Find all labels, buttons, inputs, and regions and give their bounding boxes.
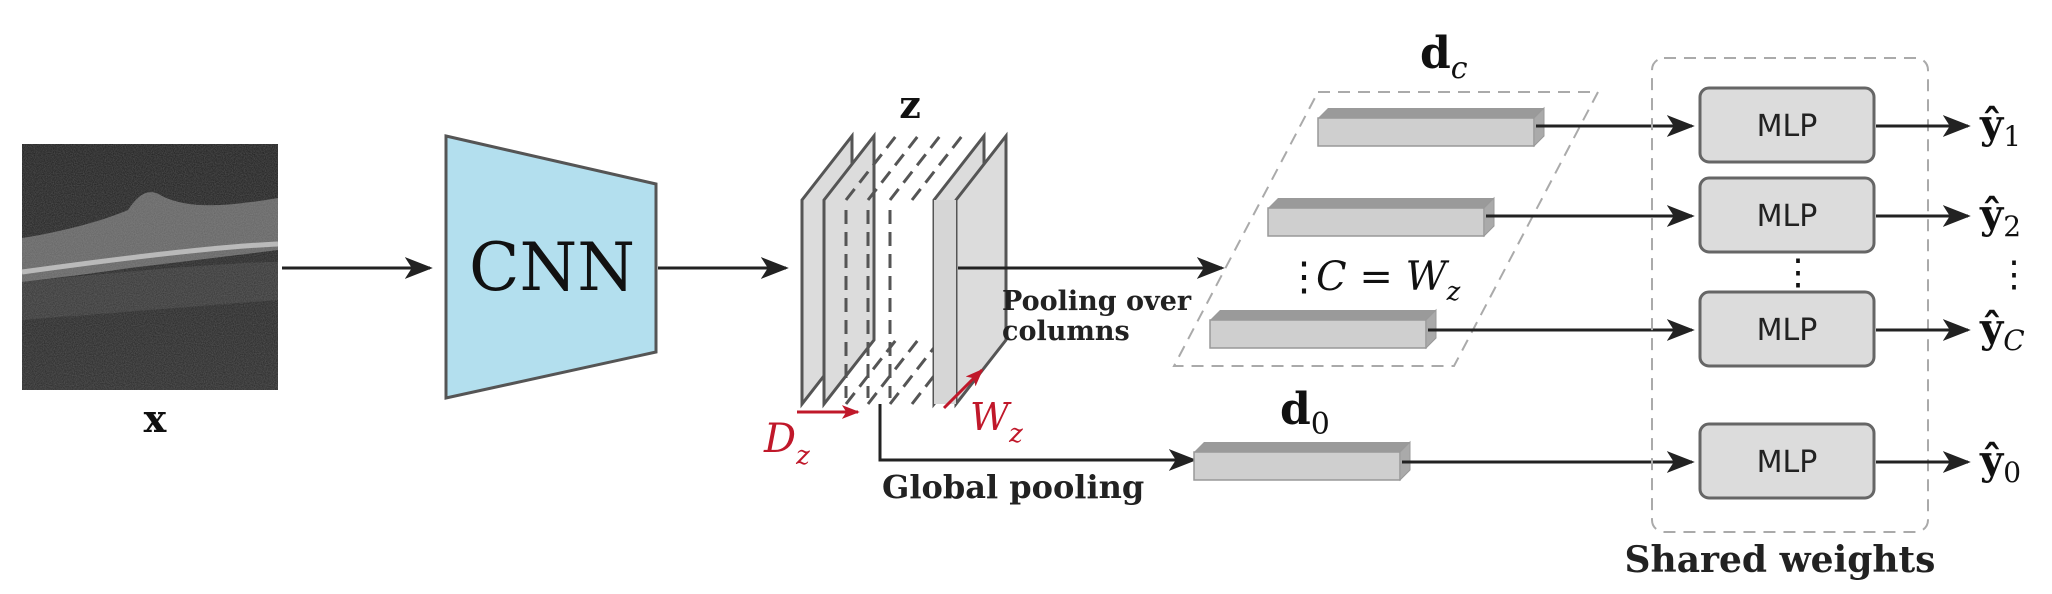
mlp-block: MLP bbox=[1698, 422, 1876, 500]
output-label: ŷ0 bbox=[1979, 437, 2021, 489]
column-descriptor-bar bbox=[1267, 196, 1495, 238]
arrow-global-pooling bbox=[878, 404, 1197, 471]
mlp-block: MLP bbox=[1698, 290, 1876, 368]
column-descriptor-bar bbox=[1317, 106, 1545, 148]
mlp-dots: ⋮ bbox=[1780, 252, 1816, 293]
column-descriptors-group bbox=[1172, 91, 1600, 367]
mlp-block: MLP bbox=[1698, 86, 1876, 164]
feature-map-stack bbox=[800, 131, 1008, 409]
mlp-block: MLP bbox=[1698, 176, 1876, 254]
shared-weights-group bbox=[1651, 57, 1929, 533]
mlp-label: MLP bbox=[1757, 199, 1818, 234]
feature-map-label: z bbox=[899, 82, 921, 127]
input-image bbox=[21, 144, 279, 390]
mlp-label: MLP bbox=[1757, 313, 1818, 348]
cnn-label: CNN bbox=[469, 229, 635, 306]
column-descriptor-bar bbox=[1209, 308, 1437, 350]
shared-weights-label: Shared weights bbox=[1625, 539, 1936, 581]
relation-label: C = Wz bbox=[1316, 254, 1461, 307]
width-arrow bbox=[942, 368, 984, 410]
relation-dots: ⋮ bbox=[1284, 254, 1324, 300]
cnn-block bbox=[444, 134, 658, 400]
feature-slice bbox=[822, 131, 876, 409]
output-label: ŷ2 bbox=[1979, 191, 2021, 243]
output-label: ŷ1 bbox=[1979, 101, 2021, 153]
input-label: x bbox=[144, 396, 167, 441]
width-label: Wz bbox=[970, 395, 1023, 449]
mlp-label: MLP bbox=[1757, 445, 1818, 480]
global-descriptor-label: d0 bbox=[1280, 384, 1330, 442]
mlp-label: MLP bbox=[1757, 109, 1818, 144]
output-label: ŷC bbox=[1979, 305, 2025, 357]
global-pooling-label: Global pooling bbox=[882, 468, 1144, 506]
global-descriptor-bar bbox=[1193, 440, 1411, 482]
output-dots: ⋮ bbox=[1996, 254, 2032, 295]
column-descriptors-label: dc bbox=[1420, 28, 1468, 86]
depth-label: Dz bbox=[763, 416, 810, 471]
feature-slice bbox=[934, 200, 956, 404]
